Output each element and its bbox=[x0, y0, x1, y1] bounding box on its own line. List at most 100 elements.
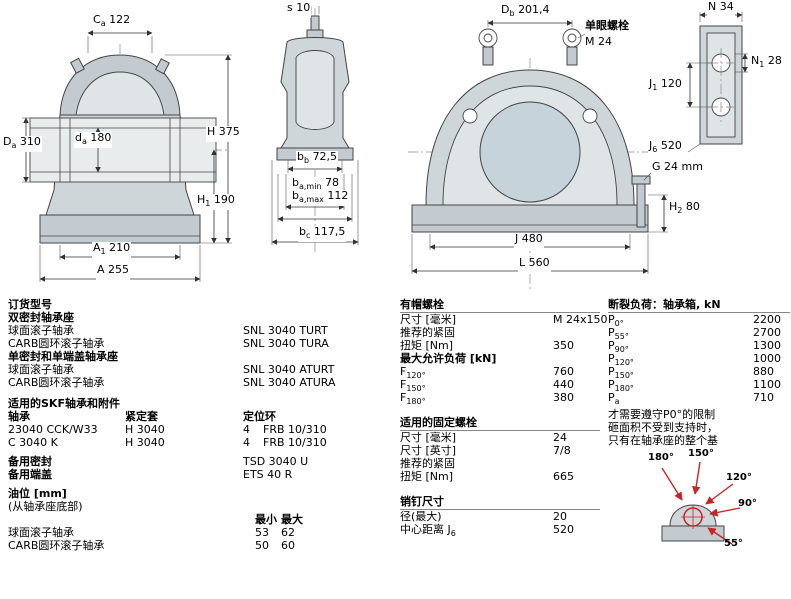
value: 7/8 bbox=[553, 444, 571, 457]
middle-column: 有帽螺栓 尺寸 [毫米]M 24x150 推荐的紧固 扭矩 [Nm]350 最大… bbox=[400, 298, 608, 538]
load-direction-art bbox=[661, 461, 741, 545]
dim-bb-value: 72,5 bbox=[312, 150, 338, 163]
dim-j1-base: J bbox=[649, 77, 653, 90]
table-row: 尺寸 [毫米]M 24x150 bbox=[400, 313, 608, 326]
row-label: P90° bbox=[608, 339, 753, 356]
dim-da-shaft-base: d bbox=[75, 131, 82, 144]
dim-s: s 10 bbox=[286, 2, 312, 19]
row-label: F150° bbox=[400, 378, 553, 395]
front-section-drawing bbox=[14, 30, 232, 282]
row-label: CARB圆环滚子轴承 bbox=[8, 337, 105, 350]
dim-bb-base: b bbox=[297, 150, 304, 163]
tighten-label: 推荐的紧固 bbox=[400, 457, 455, 470]
value: 2200 bbox=[753, 313, 781, 326]
dim-ba-min-value: 78 bbox=[325, 176, 340, 189]
table-row: C 3040 K H 3040 4 FRB 10/310 bbox=[8, 436, 396, 449]
row-label: CARB圆环滚子轴承 bbox=[8, 539, 105, 552]
table-row: P90°1300 bbox=[608, 339, 790, 354]
value: 760 bbox=[553, 365, 574, 378]
table-row: P180°1100 bbox=[608, 378, 790, 393]
angle-label-120: 120° bbox=[726, 472, 752, 483]
dim-bb-sub: b bbox=[303, 156, 310, 166]
dim-da-outer: Da 310 bbox=[2, 135, 42, 153]
dim-ba-min-base: b bbox=[292, 176, 299, 189]
dim-n1: N1 28 bbox=[750, 55, 783, 72]
left-column: 订货型号 双密封轴承座 球面滚子轴承 SNL 3040 TURT CARB圆环滚子… bbox=[8, 298, 396, 552]
col-max: 最大 bbox=[281, 513, 303, 526]
dim-h: H 375 bbox=[206, 126, 241, 143]
attach-bolts-title: 适用的固定螺栓 bbox=[400, 416, 600, 431]
value: 2700 bbox=[753, 326, 781, 339]
p-base: P bbox=[608, 313, 615, 326]
note-line: 只有在轴承座的整个基 bbox=[608, 434, 718, 447]
angle-label-55: 55° bbox=[724, 538, 743, 549]
row-label: P55° bbox=[608, 326, 753, 343]
spare-cover-label: 备用端盖 bbox=[8, 468, 52, 481]
table-row: F180° 380 bbox=[400, 391, 600, 407]
side-section-drawing bbox=[271, 6, 359, 252]
dim-bb: bb 72,5 bbox=[296, 150, 339, 168]
oil-max: 62 bbox=[281, 526, 295, 539]
front-view-drawing bbox=[408, 20, 668, 290]
spare-seal-label: 备用密封 bbox=[8, 455, 52, 468]
dim-db-sub: b bbox=[509, 9, 515, 19]
oil-header-row: 最小 最大 bbox=[8, 513, 396, 526]
load-direction-diagram: 180° 150° 120° 90° 55° bbox=[640, 448, 790, 578]
dim-db: Db 201,4 bbox=[500, 3, 551, 21]
table-row: 扭矩 [Nm]350 bbox=[400, 339, 600, 352]
dim-ca-base: C bbox=[93, 13, 101, 26]
bearings-header-row: 轴承 紧定套 定位环 bbox=[8, 410, 396, 423]
dim-l: L 560 bbox=[518, 256, 551, 274]
sleeve-designation: H 3040 bbox=[125, 436, 165, 449]
table-row: 23040 CCK/W33 H 3040 4 FRB 10/310 bbox=[8, 423, 396, 436]
dim-l-base: L bbox=[519, 256, 526, 269]
sleeve-designation: H 3040 bbox=[125, 423, 165, 436]
dim-ba-max-value: 112 bbox=[327, 189, 349, 202]
oil-min: 53 bbox=[255, 526, 269, 539]
f-sub: 120° bbox=[406, 371, 426, 381]
dim-da-outer-base: D bbox=[3, 135, 12, 148]
dim-da-outer-sub: a bbox=[11, 141, 17, 151]
dim-ba-min: ba,min 78 bbox=[291, 176, 341, 194]
value: 440 bbox=[553, 378, 574, 391]
dim-a1-base: A bbox=[93, 241, 101, 254]
f-base: F bbox=[400, 391, 407, 404]
cc-sub: 6 bbox=[450, 529, 456, 539]
value: 380 bbox=[553, 391, 574, 404]
double-seal-header: 双密封轴承座 bbox=[8, 311, 74, 324]
note-line: 才需要遵守P0°的限制 bbox=[608, 408, 716, 421]
row-label: P180° bbox=[608, 378, 753, 395]
designation: SNL 3040 ATURA bbox=[243, 376, 336, 389]
dim-ba-max-sub: a,max bbox=[298, 195, 324, 205]
dim-h2: H2 80 bbox=[668, 201, 701, 218]
bearing-designation: C 3040 K bbox=[8, 436, 58, 449]
ordering-title: 订货型号 bbox=[8, 298, 52, 311]
tighten-label: 推荐的紧固 bbox=[400, 326, 455, 339]
designation: SNL 3040 TURT bbox=[243, 324, 328, 337]
f-sub: 180° bbox=[406, 397, 426, 407]
dim-db-value: 201,4 bbox=[518, 3, 550, 16]
row-label: 中心距离 J6 bbox=[400, 523, 553, 540]
table-row: P120°1000 bbox=[608, 352, 790, 367]
spare-cover-value: ETS 40 R bbox=[243, 468, 293, 481]
spacer bbox=[8, 513, 255, 526]
value: 1000 bbox=[753, 352, 781, 365]
value: 1100 bbox=[753, 378, 781, 391]
p-sub: 55° bbox=[614, 332, 629, 342]
value: M 24x150 bbox=[553, 313, 608, 326]
ring-count: 4 bbox=[243, 436, 250, 449]
table-row: 尺寸 [毫米]24 bbox=[400, 431, 600, 444]
dim-h1-sub: 1 bbox=[205, 199, 211, 209]
dim-n-base: N bbox=[708, 0, 717, 13]
table-row: 径(最大)20 bbox=[400, 510, 600, 523]
value: 710 bbox=[753, 391, 774, 404]
pins-title: 销钉尺寸 bbox=[400, 495, 600, 510]
row-label: 球面滚子轴承 bbox=[8, 526, 74, 539]
dim-j: J 480 bbox=[514, 233, 544, 250]
dim-j6-sub: 6 bbox=[652, 145, 658, 155]
row-label: 扭矩 [Nm] bbox=[400, 470, 454, 483]
dim-h1-base: H bbox=[197, 193, 206, 206]
dim-l-value: 560 bbox=[528, 256, 550, 269]
